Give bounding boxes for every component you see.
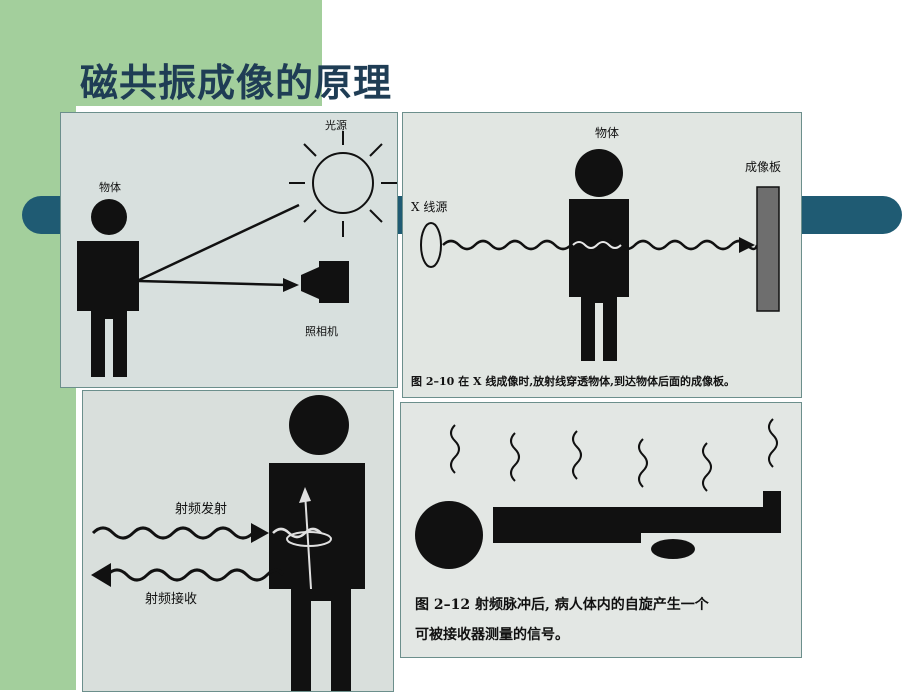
xray-arrow-head	[739, 237, 755, 253]
xray-person-figure	[569, 149, 629, 361]
signal-wave-1	[450, 424, 460, 474]
rf-person-figure	[269, 395, 365, 691]
xray-object-label: 物体	[595, 126, 619, 140]
camera-icon	[301, 261, 349, 303]
signal-waves	[450, 418, 778, 492]
camera-label: 照相机	[305, 324, 338, 338]
object-label: 物体	[99, 180, 121, 194]
camera-diagram: 光源 物体 照相机	[77, 118, 397, 377]
arrow-head	[283, 278, 299, 292]
xray-source-label: X 线源	[411, 200, 447, 214]
spin-arrow-head	[299, 487, 311, 503]
rf-receive-arrow	[91, 563, 111, 587]
rf-diagram: 射频发射 射频接收	[91, 395, 365, 691]
spin-axis	[304, 492, 312, 590]
imaging-plate-label: 成像板	[745, 160, 781, 174]
spin-rotation	[286, 531, 332, 547]
slide-title: 磁共振成像的原理	[80, 61, 393, 105]
light-ray	[136, 203, 300, 283]
lying-patient-figure	[415, 491, 781, 569]
signal-wave-6	[768, 418, 778, 468]
imaging-plate	[756, 186, 780, 312]
sun-icon	[289, 131, 397, 237]
signal-wave-2	[510, 432, 520, 482]
person-figure	[77, 199, 139, 377]
xray-caption: 图 2–10 在 X 线成像时,放射线穿透物体,到达物体后面的成像板。	[411, 374, 735, 388]
xray-diagram: 物体 成像板 X 线源 图 2–10 在 X 线成像时,放射线穿透物体,到达物体…	[411, 126, 781, 388]
panel-camera: 光源 物体 照相机	[60, 112, 398, 388]
rf-receive-wave	[105, 568, 285, 582]
mri-caption-line1: 图 2–12 射频脉冲后, 病人体内的自旋产生一个	[415, 596, 710, 613]
rf-emit-wave	[91, 526, 255, 540]
rf-emit-arrow	[251, 523, 269, 543]
mri-diagram: 图 2–12 射频脉冲后, 病人体内的自旋产生一个 可被接收器测量的信号。	[415, 418, 781, 643]
signal-wave-4	[638, 438, 648, 488]
rf-wave-in-body	[272, 527, 322, 539]
xray-source-icon	[420, 222, 442, 268]
signal-wave-5	[702, 442, 712, 492]
signal-wave-3	[572, 430, 582, 480]
reflected-ray	[138, 279, 288, 287]
top-green-block	[76, 0, 322, 106]
rf-emit-label: 射频发射	[175, 501, 227, 517]
panel-rf: 射频发射 射频接收	[82, 390, 394, 692]
xray-wave-through-body	[572, 241, 622, 249]
xray-wave	[442, 239, 759, 251]
rf-receive-label: 射频接收	[145, 591, 197, 607]
panel-mri: 图 2–12 射频脉冲后, 病人体内的自旋产生一个 可被接收器测量的信号。	[400, 402, 802, 658]
mri-caption-line2: 可被接收器测量的信号。	[415, 626, 569, 643]
light-source-label: 光源	[325, 118, 347, 132]
panel-xray: 物体 成像板 X 线源 图 2–10 在 X 线成像时,放射线穿透物体,到达物体…	[402, 112, 802, 398]
